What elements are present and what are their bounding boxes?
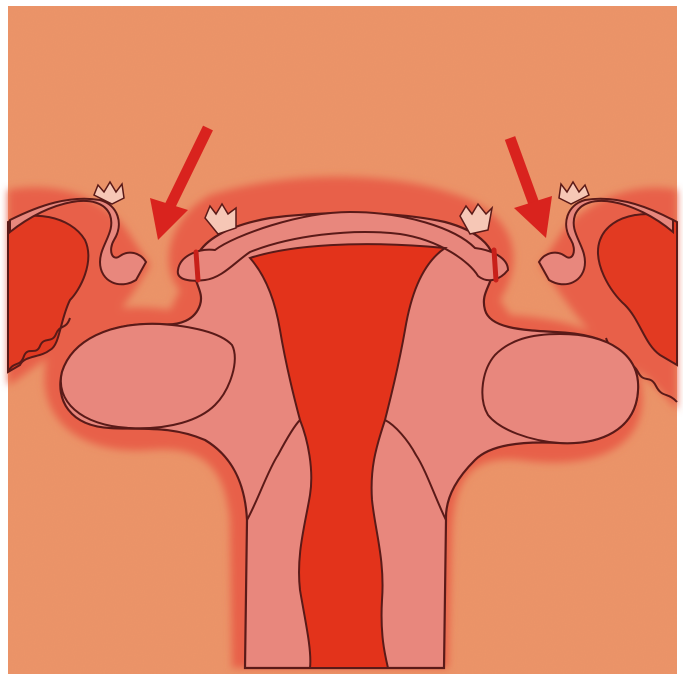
- left-ligation-mark: [196, 252, 198, 280]
- right-ligation-mark: [494, 250, 496, 280]
- right-ovary: [482, 334, 638, 443]
